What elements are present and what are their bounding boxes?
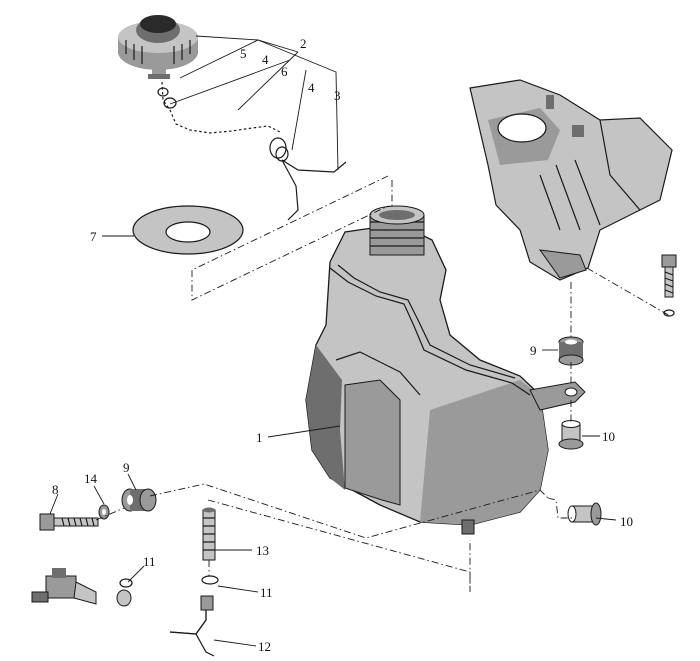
callout-2: 2 xyxy=(300,36,307,51)
callout-3: 3 xyxy=(334,88,341,103)
callout-4-lower: 4 xyxy=(308,80,315,95)
fuel-filter xyxy=(202,507,216,561)
callout-11-right: 11 xyxy=(260,585,273,600)
assembly-centerlines xyxy=(95,175,671,592)
leader-lines xyxy=(49,35,617,647)
callout-10-lower: 10 xyxy=(620,514,633,529)
hose-clamp-right xyxy=(201,575,219,585)
tank-bolt xyxy=(39,513,99,531)
fuel-tank xyxy=(305,205,586,535)
fuel-cap xyxy=(118,15,198,79)
collar-sleeve-upper xyxy=(558,420,584,450)
callout-14: 14 xyxy=(84,471,98,486)
collar-sleeve-lower xyxy=(567,502,602,526)
engine-housing xyxy=(469,79,673,281)
tether-chain xyxy=(157,81,289,162)
fuel-hose xyxy=(169,595,215,657)
callout-12: 12 xyxy=(258,639,271,654)
callout-7: 7 xyxy=(90,229,97,244)
callout-4-upper: 4 xyxy=(262,52,269,67)
callout-5: 5 xyxy=(240,46,247,61)
gasket-washer xyxy=(132,205,244,255)
mount-bolt xyxy=(661,254,677,317)
callout-8: 8 xyxy=(52,482,59,497)
hose-clamp-left xyxy=(116,578,133,607)
rubber-grommet-upper xyxy=(558,336,584,366)
callout-labels: 2 5 4 6 4 3 7 1 9 10 10 8 14 9 13 11 11 … xyxy=(52,36,633,654)
washer xyxy=(98,504,110,520)
callout-9-lower: 9 xyxy=(123,460,130,475)
callout-6: 6 xyxy=(281,64,288,79)
fuel-valve xyxy=(31,568,97,605)
callout-9-upper: 9 xyxy=(530,343,537,358)
callout-11-left: 11 xyxy=(143,554,156,569)
spring-clip xyxy=(281,159,347,221)
callout-13: 13 xyxy=(256,543,269,558)
rubber-grommet-lower xyxy=(121,488,157,512)
callout-1: 1 xyxy=(256,430,263,445)
callout-10-upper: 10 xyxy=(602,429,615,444)
